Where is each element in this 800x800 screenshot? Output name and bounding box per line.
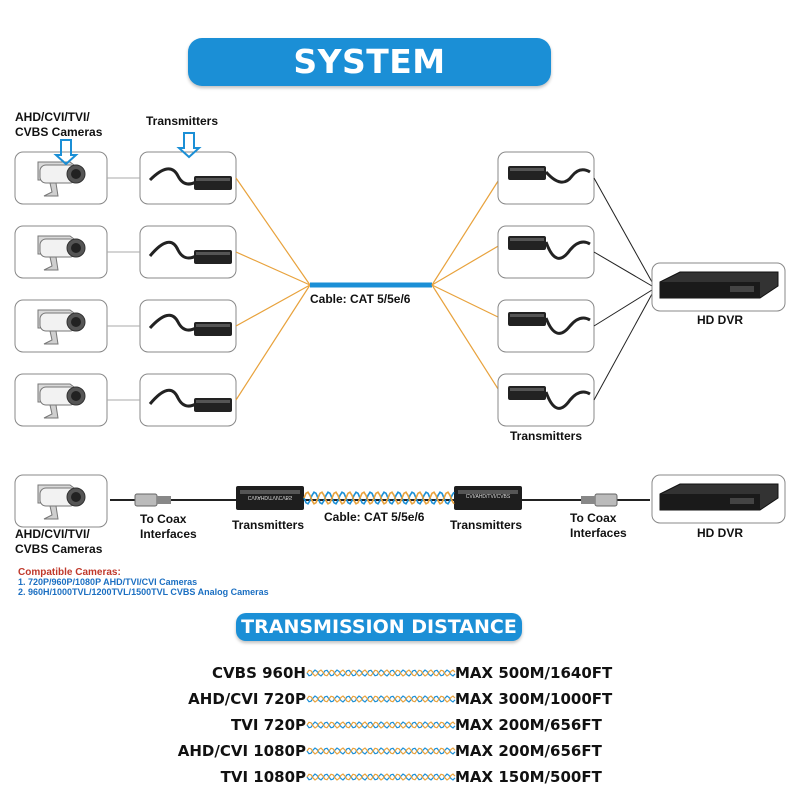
coax-label-left: To Coax Interfaces <box>140 512 197 541</box>
distance-name-3: TVI 720P <box>231 716 306 734</box>
camera-box-4 <box>14 373 108 427</box>
transmitter-box-3 <box>139 299 237 353</box>
camera-box-bottom <box>14 474 108 528</box>
transmitter-box-1 <box>139 151 237 205</box>
distance-value-4: MAX 200M/656FT <box>455 742 602 760</box>
balun-label-left: CVI/AHD/TVI/CVBS <box>247 494 293 500</box>
distance-value-3: MAX 200M/656FT <box>455 716 602 734</box>
twisted-pair-bottom <box>303 491 455 505</box>
bnc-left-icon <box>134 493 171 507</box>
transmitters-label-bottom-right: Transmitters <box>450 518 523 532</box>
transmitter-box-r1 <box>497 151 595 205</box>
distance-wire-3-2 <box>306 721 456 729</box>
distance-wire-5-2 <box>306 773 456 781</box>
distance-twisted-lines <box>306 669 456 781</box>
distance-value-5: MAX 150M/500FT <box>455 768 602 786</box>
transmitter-box-r4 <box>497 373 595 427</box>
transmission-distance-title: TRANSMISSION DISTANCE <box>236 613 522 641</box>
transmitter-box-4 <box>139 373 237 427</box>
camera-box-2 <box>14 225 108 279</box>
transmitters-label-right: Transmitters <box>510 429 583 443</box>
dvr-label-top: HD DVR <box>697 313 744 327</box>
transmitters-label-top: Transmitters <box>146 114 219 128</box>
distance-wire-1-2 <box>306 669 456 677</box>
dvr-wires <box>593 177 653 401</box>
dvr-label-bottom: HD DVR <box>697 526 744 540</box>
down-arrow-icons <box>53 132 202 166</box>
balun-label-right: CVI/AHD/TVI/CVBS <box>465 494 511 500</box>
distance-name-4: AHD/CVI 1080P <box>177 742 306 760</box>
distance-wire-4-1 <box>306 747 456 755</box>
dvr-box-top <box>651 262 786 312</box>
distance-name-2: AHD/CVI 720P <box>188 690 306 708</box>
distance-wire-2-2 <box>306 695 456 703</box>
transmitter-box-r2 <box>497 225 595 279</box>
distance-name-5: TVI 1080P <box>220 768 306 786</box>
transmitters-label-bottom-left: Transmitters <box>232 518 305 532</box>
transmitter-box-r3 <box>497 299 595 353</box>
distance-name-1: CVBS 960H <box>212 664 306 682</box>
cable-label-top: Cable: CAT 5/5e/6 <box>310 292 411 306</box>
left-orange-wires <box>235 177 311 401</box>
cameras-label-top: AHD/CVI/TVI/ CVBS Cameras <box>15 110 103 139</box>
cable-label-bottom: Cable: CAT 5/5e/6 <box>324 510 425 524</box>
right-orange-wires <box>431 177 501 393</box>
system-connection-title: SYSTEM CONNECTION <box>188 38 551 129</box>
distance-wire-2-1 <box>306 695 456 703</box>
balun-bottom-left <box>236 486 304 510</box>
transmitter-box-2 <box>139 225 237 279</box>
dvr-box-bottom <box>651 474 786 524</box>
distance-wire-4-2 <box>306 747 456 755</box>
camera-box-3 <box>14 299 108 353</box>
balun-bottom-right <box>454 486 522 510</box>
distance-wire-1-1 <box>306 669 456 677</box>
distance-value-2: MAX 300M/1000FT <box>455 690 613 708</box>
compatible-item-2: 2. 960H/1000TVL/1200TVL/1500TVL CVBS Ana… <box>18 587 269 597</box>
compatible-title: Compatible Cameras: <box>18 567 121 578</box>
compatible-item-1: 1. 720P/960P/1080P AHD/TVI/CVI Cameras <box>18 577 198 587</box>
bnc-right-icon <box>581 493 618 507</box>
coax-label-right: To Coax Interfaces <box>570 511 627 540</box>
distance-value-1: MAX 500M/1640FT <box>455 664 613 682</box>
cameras-label-bottom: AHD/CVI/TVI/ CVBS Cameras <box>15 527 103 556</box>
distance-wire-5-1 <box>306 773 456 781</box>
distance-wire-3-1 <box>306 721 456 729</box>
